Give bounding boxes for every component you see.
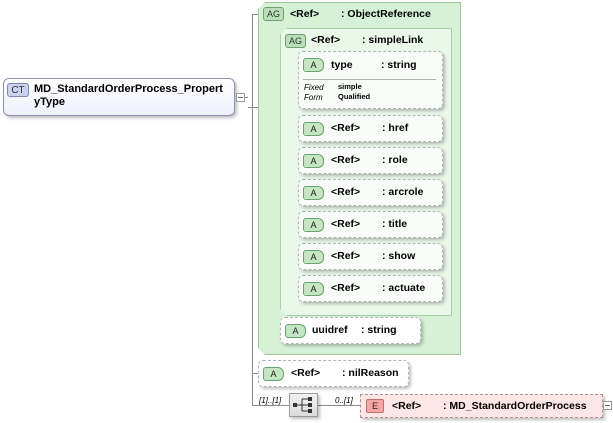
role-attribute-badge: A	[303, 154, 324, 168]
inner-group-ref: <Ref>	[311, 34, 341, 46]
outer-group-ref: <Ref>	[290, 8, 320, 20]
title-attribute-badge: A	[303, 218, 324, 232]
arcrole-attribute-ref: <Ref>	[331, 186, 361, 198]
href-attribute-ref: <Ref>	[331, 122, 361, 134]
fixed-value: simple	[338, 82, 362, 91]
connector-ct-stub	[248, 107, 260, 108]
role-attribute-ref: <Ref>	[331, 154, 361, 166]
actuate-attribute-ref: <Ref>	[331, 282, 361, 294]
connector-to-outer-group	[252, 14, 262, 15]
element-ref: <Ref>	[392, 400, 422, 412]
complex-type-badge: CT	[7, 83, 29, 97]
element-expander[interactable]	[603, 401, 612, 410]
href-attribute-badge: A	[303, 122, 324, 136]
sequence-compositor[interactable]	[289, 393, 318, 417]
fixed-label: Fixed	[304, 83, 324, 92]
form-label: Form	[304, 93, 323, 102]
complex-type-box[interactable]: CT MD_StandardOrderProcess_Propert yType	[3, 78, 235, 116]
type-attribute-divider	[303, 79, 436, 80]
arcrole-attribute-name: : arcrole	[382, 186, 424, 198]
type-attribute-type: : string	[381, 59, 417, 71]
sequence-icon	[293, 397, 312, 413]
outer-group-type: : ObjectReference	[341, 8, 431, 20]
uuidref-attribute-type: : string	[361, 324, 397, 336]
nilreason-attribute-name: : nilReason	[342, 367, 399, 379]
form-value: Qualified	[338, 92, 371, 101]
outer-group-badge: AG	[263, 7, 284, 21]
title-attribute-ref: <Ref>	[331, 218, 361, 230]
actuate-attribute-name: : actuate	[382, 282, 426, 294]
element-box[interactable]: E <Ref> : MD_StandardOrderProcess	[360, 394, 603, 418]
connector-to-nilreason	[252, 373, 260, 374]
tree-trunk	[252, 14, 253, 405]
actuate-attribute[interactable]: A <Ref> : actuate	[298, 275, 443, 302]
href-attribute-name: : href	[382, 122, 409, 134]
arcrole-attribute[interactable]: A <Ref> : arcrole	[298, 179, 443, 206]
nilreason-attribute-ref: <Ref>	[291, 367, 321, 379]
show-attribute[interactable]: A <Ref> : show	[298, 243, 443, 270]
connector-sequence-to-element	[318, 405, 360, 406]
actuate-attribute-badge: A	[303, 282, 324, 296]
role-attribute[interactable]: A <Ref> : role	[298, 147, 443, 174]
show-attribute-badge: A	[303, 250, 324, 264]
title-attribute[interactable]: A <Ref> : title	[298, 211, 443, 238]
complex-type-name-line2: yType	[34, 96, 65, 108]
inner-group-type: : simpleLink	[362, 34, 424, 46]
complex-type-name-line1: MD_StandardOrderProcess_Propert	[34, 83, 223, 95]
title-attribute-name: : title	[382, 218, 408, 230]
uuidref-attribute-badge: A	[285, 324, 306, 338]
uuidref-attribute-name: uuidref	[312, 324, 348, 336]
href-attribute[interactable]: A <Ref> : href	[298, 115, 443, 142]
show-attribute-ref: <Ref>	[331, 250, 361, 262]
type-attribute[interactable]: A type : string Fixed simple Form Qualif…	[298, 51, 443, 109]
show-attribute-name: : show	[382, 250, 416, 262]
connector-to-sequence	[252, 405, 290, 406]
nilreason-attribute-badge: A	[263, 367, 284, 381]
arcrole-attribute-badge: A	[303, 186, 324, 200]
sequence-left-multiplicity: [1]..[1]	[259, 396, 282, 405]
uuidref-attribute[interactable]: A uuidref : string	[280, 317, 421, 344]
complex-type-expander[interactable]	[236, 93, 245, 102]
element-type: : MD_StandardOrderProcess	[443, 400, 587, 412]
inner-group-badge: AG	[285, 34, 306, 48]
role-attribute-name: : role	[382, 154, 408, 166]
type-attribute-badge: A	[303, 58, 324, 72]
type-attribute-name: type	[331, 59, 353, 71]
element-badge: E	[366, 399, 384, 413]
sequence-right-multiplicity: 0..[1]	[335, 396, 353, 405]
nilreason-attribute[interactable]: A <Ref> : nilReason	[258, 360, 409, 387]
